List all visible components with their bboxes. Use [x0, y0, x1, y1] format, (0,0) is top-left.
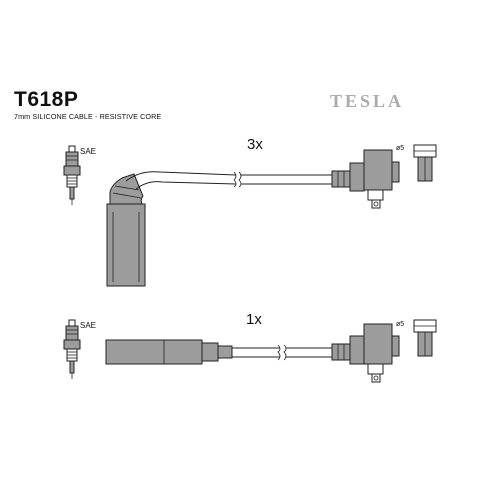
lead-1-terminal-diameter: ø5: [396, 145, 405, 152]
lead-1-terminal-icon: [413, 144, 437, 182]
part-number: T618P: [14, 88, 79, 111]
lead-1-quantity: 3x: [247, 136, 263, 153]
lead-1-coil-connector: [331, 149, 400, 209]
lead-2-terminal-diameter: ø5: [396, 321, 405, 328]
lead-2-plug-standard: SAE: [80, 321, 97, 330]
lead-1-cable: [125, 171, 332, 182]
lead-2-coil-connector: [331, 323, 400, 383]
cable-specification: 7mm SILICONE CABLE - RESISTIVE CORE: [14, 112, 162, 121]
lead-1-plug-standard: SAE: [80, 147, 97, 156]
lead-2-plug-boot: [105, 339, 233, 365]
lead-1-plug-boot: [106, 173, 146, 287]
brand-logo: TESLA: [330, 91, 405, 111]
spark-plug-icon: [63, 319, 81, 379]
lead-2-terminal-icon: [413, 319, 437, 357]
lead-2-quantity: 1x: [246, 311, 262, 328]
spark-plug-icon: [63, 145, 81, 205]
